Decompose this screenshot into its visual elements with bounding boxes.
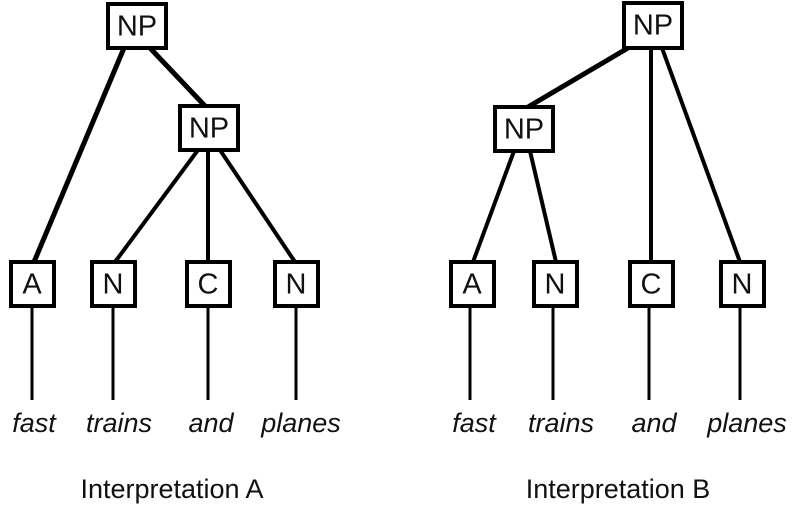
node-b-leaf-noun2-label: N bbox=[732, 269, 753, 301]
node-a-leaf-noun2-label: N bbox=[286, 269, 307, 301]
word-b-trains: trains bbox=[528, 408, 594, 438]
node-b-leaf-noun2[interactable]: N bbox=[719, 260, 766, 308]
node-b-leaf-adj[interactable]: A bbox=[449, 260, 496, 308]
node-a-root-box bbox=[106, 2, 168, 50]
edge-b-np2-to-noun1 bbox=[528, 150, 558, 263]
tree-b-words: fast trains and planes bbox=[452, 408, 787, 438]
node-b-np2[interactable]: NP bbox=[493, 105, 555, 153]
node-b-leaf-conj-label: C bbox=[641, 269, 662, 301]
edge-b-root-to-noun2 bbox=[660, 47, 742, 263]
node-b-leaf-noun1-label: N bbox=[545, 269, 566, 301]
node-b-np2-box bbox=[493, 105, 555, 153]
edge-a-root-to-adj bbox=[31, 47, 127, 263]
node-a-root[interactable]: NP bbox=[106, 2, 168, 50]
word-b-planes: planes bbox=[706, 408, 787, 438]
node-b-leaf-conj-box bbox=[628, 260, 675, 308]
node-b-leaf-adj-box bbox=[449, 260, 496, 308]
node-a-leaf-noun2-box bbox=[273, 260, 320, 308]
edge-b-root-to-np2 bbox=[526, 45, 630, 110]
node-b-leaf-noun1-box bbox=[532, 260, 579, 308]
node-a-leaf-adj[interactable]: A bbox=[9, 260, 56, 308]
node-b-root-label: NP bbox=[633, 10, 673, 42]
node-a-np2-label: NP bbox=[189, 113, 229, 145]
caption-interpretation-a: Interpretation A bbox=[80, 474, 263, 504]
node-a-np2-box bbox=[178, 104, 240, 152]
edge-a-np2-to-noun1 bbox=[113, 148, 200, 264]
caption-interpretation-b: Interpretation B bbox=[526, 474, 711, 504]
node-b-leaf-adj-label: A bbox=[462, 269, 482, 301]
edge-b-np2-to-adj bbox=[471, 150, 516, 263]
tree-a-words: fast trains and planes bbox=[12, 408, 341, 438]
node-b-leaf-conj[interactable]: C bbox=[628, 260, 675, 308]
node-b-root[interactable]: NP bbox=[622, 1, 684, 50]
node-b-leaf-noun1[interactable]: N bbox=[532, 260, 579, 308]
node-a-root-label: NP bbox=[117, 11, 157, 43]
node-b-np2-label: NP bbox=[504, 114, 544, 146]
node-a-leaf-conj-box bbox=[185, 260, 232, 308]
node-a-leaf-adj-label: A bbox=[22, 269, 42, 301]
tree-interpretation-b: NP NP A N C N bbox=[449, 1, 787, 504]
tree-a-edges bbox=[31, 46, 297, 264]
tree-interpretation-a: NP NP A N C N bbox=[9, 2, 341, 504]
node-b-leaf-noun2-box bbox=[719, 260, 766, 308]
node-a-np2[interactable]: NP bbox=[178, 104, 240, 152]
node-b-root-box bbox=[622, 1, 684, 50]
word-b-and: and bbox=[631, 408, 677, 438]
word-a-fast: fast bbox=[12, 408, 57, 438]
node-a-leaf-conj-label: C bbox=[198, 269, 219, 301]
node-a-leaf-noun2[interactable]: N bbox=[273, 260, 320, 308]
edge-a-root-to-np2 bbox=[148, 46, 207, 108]
edge-a-np2-to-noun2 bbox=[218, 148, 297, 264]
word-a-trains: trains bbox=[86, 408, 152, 438]
tree-a-leaf-stems bbox=[30, 306, 298, 400]
node-a-leaf-adj-box bbox=[9, 260, 56, 308]
word-b-fast: fast bbox=[452, 408, 497, 438]
node-a-leaf-conj[interactable]: C bbox=[185, 260, 232, 308]
word-a-planes: planes bbox=[260, 408, 341, 438]
tree-b-edges bbox=[471, 45, 742, 263]
tree-b-leaf-stems bbox=[468, 306, 742, 400]
node-a-leaf-noun1-label: N bbox=[103, 269, 124, 301]
node-a-leaf-noun1[interactable]: N bbox=[90, 260, 137, 308]
word-a-and: and bbox=[188, 408, 234, 438]
node-a-leaf-noun1-box bbox=[90, 260, 137, 308]
